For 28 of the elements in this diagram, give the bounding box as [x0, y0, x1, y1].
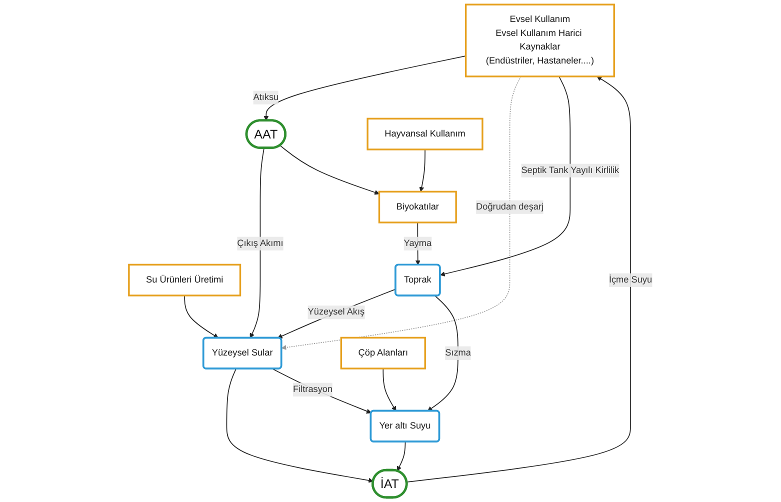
arrow	[226, 368, 374, 483]
arrow	[280, 145, 380, 195]
arrow	[272, 368, 372, 414]
arrow	[396, 441, 406, 472]
edge-label: Sızma	[445, 348, 471, 358]
edge-label: Filtrasyon	[293, 384, 333, 394]
edge-label: Çıkış Akımı	[237, 238, 284, 248]
node-box: Evsel Kullanım Evsel Kullanım Harici Kaynaklar (Endüstriler, Hastaneler....)	[464, 4, 615, 78]
edge-label: Yüzeysel Akış	[308, 307, 365, 317]
edge-label: İçme Suyu	[608, 274, 652, 285]
node-box: Hayvansal Kullanım	[366, 118, 484, 150]
arrow	[264, 56, 466, 121]
arrow	[281, 76, 522, 350]
node-box: Su Ürünleri Üretimi	[128, 264, 242, 296]
arrow	[184, 295, 218, 338]
edge-label: Atıksu	[253, 92, 279, 102]
arrow	[277, 288, 396, 338]
arrow	[419, 149, 426, 192]
arrow	[440, 76, 571, 276]
edge-label: Doğrudan deşarj	[476, 202, 544, 212]
node-box: Çöp Alanları	[340, 336, 426, 370]
edge-label: Septik Tank Yayılı Kirlilik	[521, 165, 620, 176]
arrow	[382, 368, 396, 412]
edge-label: Yayma	[404, 238, 432, 248]
node-box: Biyokatılar	[378, 190, 457, 224]
arrow	[406, 76, 631, 482]
arrow	[250, 148, 264, 338]
arrow	[427, 295, 458, 412]
